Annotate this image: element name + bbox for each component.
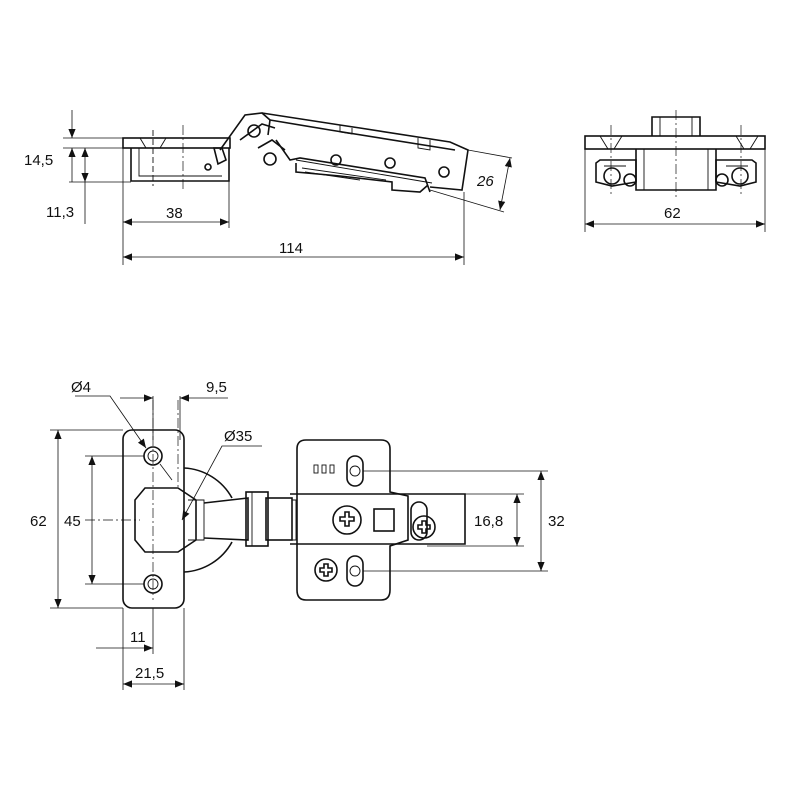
dim-label-d35: Ø35 — [224, 428, 252, 445]
hinge-arm-top — [290, 493, 466, 545]
dim-label-32: 32 — [548, 513, 565, 530]
cup-body — [130, 148, 230, 182]
square-hole — [373, 508, 395, 532]
knuckle-pivot — [247, 124, 261, 138]
top-view: 62 45 Ø4 9,5 Ø35 11 21,5 16,8 — [30, 379, 565, 690]
hinge-arm-bottom — [275, 139, 431, 193]
mounting-plate-side — [295, 163, 429, 193]
cup-circle-bottom — [183, 541, 233, 573]
dim-label-plate-62: 62 — [30, 513, 47, 530]
dim-label-114: 114 — [279, 240, 303, 257]
end-view: 62 — [584, 110, 766, 232]
dim-label-14-5: 14,5 — [24, 152, 53, 169]
cup-flange — [122, 137, 231, 149]
cup-boss — [134, 487, 197, 553]
end-plate — [584, 135, 766, 150]
dim-label-45: 45 — [64, 513, 81, 530]
screw-lower-left — [314, 558, 338, 582]
arm-knuckle — [245, 491, 269, 547]
dim-label-16-8: 16,8 — [474, 513, 503, 530]
screw-right — [412, 515, 436, 539]
dim-label-38: 38 — [166, 205, 183, 222]
hinge-knuckle — [219, 112, 271, 151]
mounting-plate — [296, 439, 409, 601]
screw-center — [332, 505, 362, 535]
dim-label-21-5: 21,5 — [135, 665, 164, 682]
dim-label-d4: Ø4 — [71, 379, 91, 396]
dim-label-9-5: 9,5 — [206, 379, 227, 396]
dim-label-end-62: 62 — [664, 205, 681, 222]
mount-slot-bottom — [346, 555, 364, 587]
mount-slot-top — [346, 455, 364, 487]
cup-circle-top — [183, 467, 233, 499]
mount-slot-right — [410, 501, 428, 541]
cup-plate — [122, 429, 185, 609]
dim-label-11: 11 — [130, 629, 146, 646]
dim-label-26: 26 — [476, 173, 494, 190]
dim-label-11-3: 11,3 — [46, 204, 74, 221]
side-view: 14,5 11,3 38 114 26 — [24, 110, 513, 265]
